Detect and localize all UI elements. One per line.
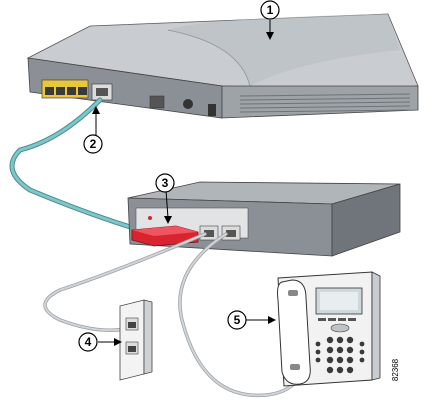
phone-softkeys: [318, 318, 356, 321]
callout-2-label: 2: [90, 137, 97, 151]
adapter-side-panel: [331, 183, 401, 257]
router-console-port: [149, 95, 165, 109]
callout-3-label: 3: [162, 176, 169, 190]
callout-4: 4: [78, 332, 122, 352]
callout-5: 5: [227, 310, 276, 330]
router-top-contour: [167, 29, 251, 87]
callout-5-label: 5: [234, 313, 241, 327]
callout-2: 2: [83, 106, 103, 154]
router-device: [26, 13, 419, 119]
callout-4-label: 4: [85, 335, 92, 349]
figure-id: 82368: [391, 358, 400, 381]
phone-handset: [277, 279, 311, 385]
callout-1: 1: [260, 0, 280, 40]
router-vent-grille: [239, 93, 411, 113]
callout-1-label: 1: [267, 3, 274, 17]
router-power-switch: [208, 104, 216, 116]
phone-keypad: [326, 336, 354, 374]
wall-jack: [119, 299, 153, 381]
red-inline-adapter: [131, 225, 199, 247]
ip-phone: [277, 271, 381, 387]
router-power-jack: [183, 99, 193, 109]
callout-3: 3: [155, 173, 175, 224]
router-port-openings: [45, 87, 87, 95]
